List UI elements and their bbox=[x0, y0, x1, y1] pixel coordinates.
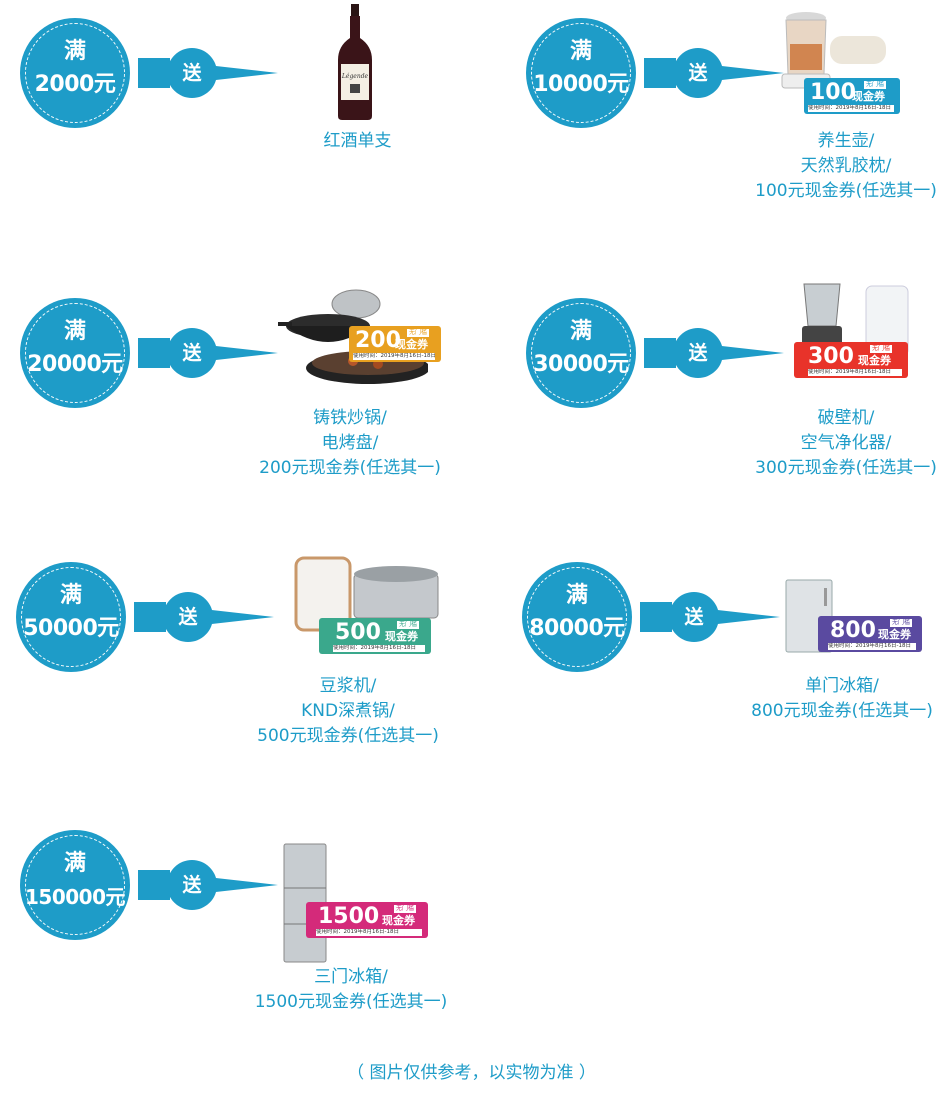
send-badge: 送 bbox=[673, 48, 723, 98]
disclaimer-footer: （ 图片仅供参考，以实物为准 ） bbox=[347, 1063, 596, 1083]
gift-caption: 单门冰箱/ 800元现金券(任选其一) bbox=[751, 676, 933, 721]
gift-caption: 红酒单支 bbox=[323, 131, 392, 151]
arrow-icon bbox=[640, 602, 780, 632]
arrow-icon bbox=[644, 58, 784, 88]
tier-10000: 满 10000元 送 100 无门槛 现金券 使用时间：2019年8月16日-1… bbox=[526, 12, 943, 248]
arrow-icon bbox=[644, 338, 784, 368]
tier-30000: 满 30000元 送 300 无门槛 现金券 使用时间：2019年8月16日-1… bbox=[526, 283, 943, 528]
gift-caption: 豆浆机/ KND深煮锅/ 500元现金券(任选其一) bbox=[257, 676, 439, 746]
tier-150000: 满 150000元 送 1500 无门槛 现金券 使用时间：2019年8月16日… bbox=[20, 830, 480, 1060]
threshold-badge: 满 150000元 bbox=[20, 830, 130, 940]
threshold-amount: 2000元 bbox=[34, 72, 116, 97]
coupon-voucher: 800 无门槛 现金券 使用时间：2019年8月16日-18日 bbox=[818, 616, 922, 652]
svg-text:Légende: Légende bbox=[341, 73, 369, 80]
tier-50000: 满 50000元 送 500 无门槛 现金券 使用时间：2019年8月16日-1… bbox=[16, 556, 476, 792]
threshold-badge: 满 2000元 bbox=[20, 18, 130, 128]
coupon-voucher: 200 无门槛 现金券 使用时间：2019年8月16日-18日 bbox=[349, 326, 441, 362]
send-badge: 送 bbox=[167, 328, 217, 378]
health-pot-icon bbox=[781, 12, 886, 89]
send-badge: 送 bbox=[673, 328, 723, 378]
arrow-icon bbox=[138, 338, 278, 368]
threshold-badge: 满 10000元 bbox=[526, 18, 636, 128]
coupon-voucher: 1500 无门槛 现金券 使用时间：2019年8月16日-18日 bbox=[306, 902, 428, 938]
send-badge: 送 bbox=[167, 48, 217, 98]
tier-20000: 满 20000元 送 200 无门槛 现金券 使用时间：2019年8月16日-1… bbox=[20, 289, 480, 528]
gift-caption: 铸铁炒锅/ 电烤盘/ 200元现金券(任选其一) bbox=[259, 408, 441, 478]
coupon-voucher: 100 无门槛 现金券 使用时间：2019年8月16日-18日 bbox=[804, 78, 900, 114]
coupon-voucher: 300 无门槛 现金券 使用时间：2019年8月16日-18日 bbox=[794, 342, 908, 378]
wine-bottle-icon: Légende bbox=[338, 4, 372, 120]
gift-caption: 破壁机/ 空气净化器/ 300元现金券(任选其一) bbox=[755, 408, 937, 478]
threshold-badge: 满 20000元 bbox=[20, 298, 130, 408]
send-badge: 送 bbox=[669, 592, 719, 642]
gift-caption: 三门冰箱/ 1500元现金券(任选其一) bbox=[254, 967, 448, 1012]
arrow-icon bbox=[138, 870, 278, 900]
soymilk-maker-icon bbox=[294, 556, 439, 632]
send-badge: 送 bbox=[167, 860, 217, 910]
threshold-badge: 满 50000元 bbox=[16, 562, 126, 672]
arrow-icon bbox=[134, 602, 274, 632]
tier-2000: 满 2000元 送 Légende 红酒单支 bbox=[20, 4, 480, 248]
arrow-icon bbox=[138, 58, 278, 88]
threshold-man-label: 满 bbox=[63, 39, 86, 64]
coupon-voucher: 500 无门槛 现金券 使用时间：2019年8月16日-18日 bbox=[319, 618, 431, 654]
gift-caption: 养生壶/ 天然乳胶枕/ 100元现金券(任选其一) bbox=[755, 131, 937, 201]
tier-80000: 满 80000元 送 800 无门槛 现金券 使用时间：2019年8月16日-1… bbox=[522, 562, 943, 792]
send-badge: 送 bbox=[163, 592, 213, 642]
threshold-badge: 满 80000元 bbox=[522, 562, 632, 672]
threshold-badge: 满 30000元 bbox=[526, 298, 636, 408]
